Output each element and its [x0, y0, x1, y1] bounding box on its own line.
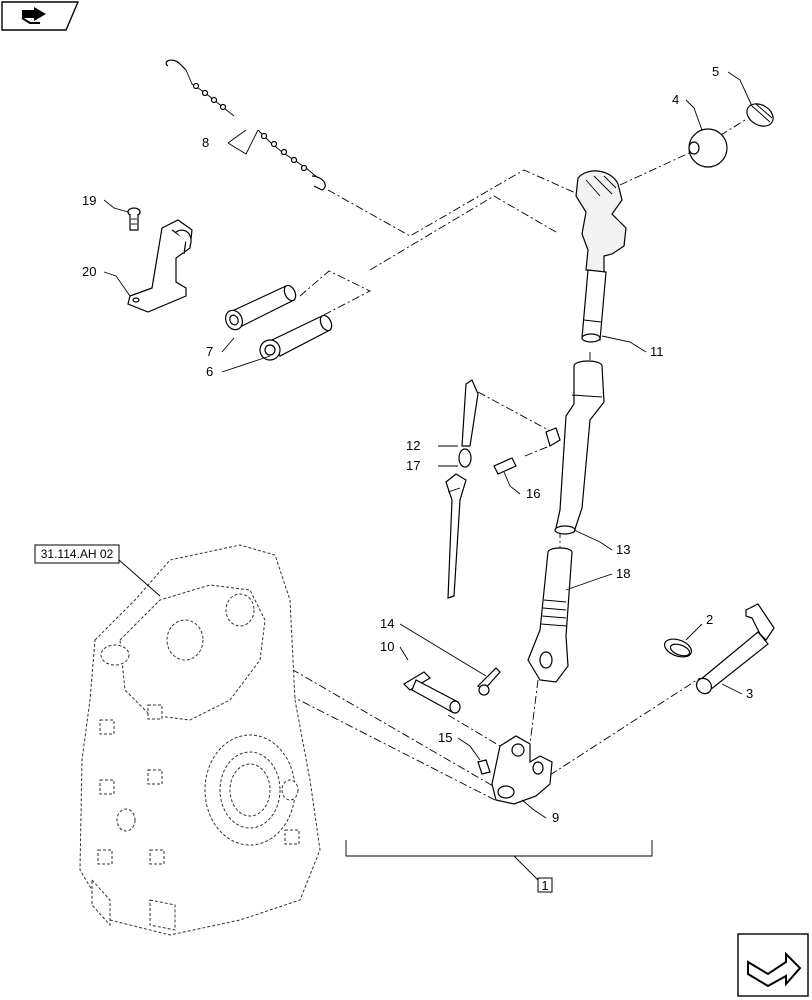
callout-14: 14	[380, 616, 394, 631]
callout-18: 18	[616, 566, 630, 581]
callout-17: 17	[406, 458, 420, 473]
reference-box[interactable]: 31.114.AH 02	[34, 544, 161, 597]
part-11-top-link-end	[575, 170, 627, 343]
callout-6: 6	[206, 364, 213, 379]
reference-box-text[interactable]: 31.114.AH 02	[41, 547, 114, 561]
group-bracket: 1	[345, 840, 653, 893]
part-15-screw	[477, 759, 491, 775]
part-2-clip	[663, 638, 693, 658]
rear-axle-housing	[79, 544, 321, 936]
part-7-pin	[225, 284, 297, 331]
callout-16: 16	[526, 486, 540, 501]
callout-20: 20	[82, 264, 96, 279]
center-lines	[249, 119, 746, 801]
callout-12: 12	[406, 438, 420, 453]
part-13-top-link-tube	[545, 360, 605, 535]
callout-10: 10	[380, 639, 394, 654]
group-label: 1	[541, 878, 548, 893]
callout-11: 11	[650, 344, 664, 359]
callout-4: 4	[672, 92, 679, 107]
part-12-detent-pin	[458, 379, 479, 468]
callout-15: 15	[438, 730, 452, 745]
part-20-bracket	[127, 219, 193, 313]
navigation-arrow-icon[interactable]	[1, 1, 80, 31]
part-17-spring-clip	[445, 473, 467, 599]
part-6-pin-with-head	[259, 314, 333, 361]
callout-2: 2	[706, 612, 713, 627]
next-page-arrow-icon[interactable]	[737, 933, 809, 997]
callout-8: 8	[202, 135, 209, 150]
callout-13: 13	[616, 542, 630, 557]
callout-9: 9	[552, 810, 559, 825]
part-4-ball	[688, 128, 728, 168]
callout-labels: 8 19 20 7 6 4 5 11 12 17 16 13 18 14 10 …	[82, 64, 753, 825]
callout-19: 19	[82, 193, 96, 208]
callout-leaders	[103, 71, 753, 819]
callout-5: 5	[712, 64, 719, 79]
part-5-cap	[746, 103, 774, 127]
callout-7: 7	[206, 344, 213, 359]
part-14-lynch-pin	[477, 667, 501, 696]
part-18-threaded-end	[527, 547, 573, 683]
part-9-bracket	[491, 735, 553, 805]
part-8-lynch-pin-chain	[165, 59, 326, 191]
callout-3: 3	[746, 686, 753, 701]
part-16-roll-pin	[493, 457, 517, 475]
part-10-pin	[403, 671, 461, 714]
part-3-pin	[695, 603, 775, 695]
part-19-bolt	[127, 207, 141, 231]
